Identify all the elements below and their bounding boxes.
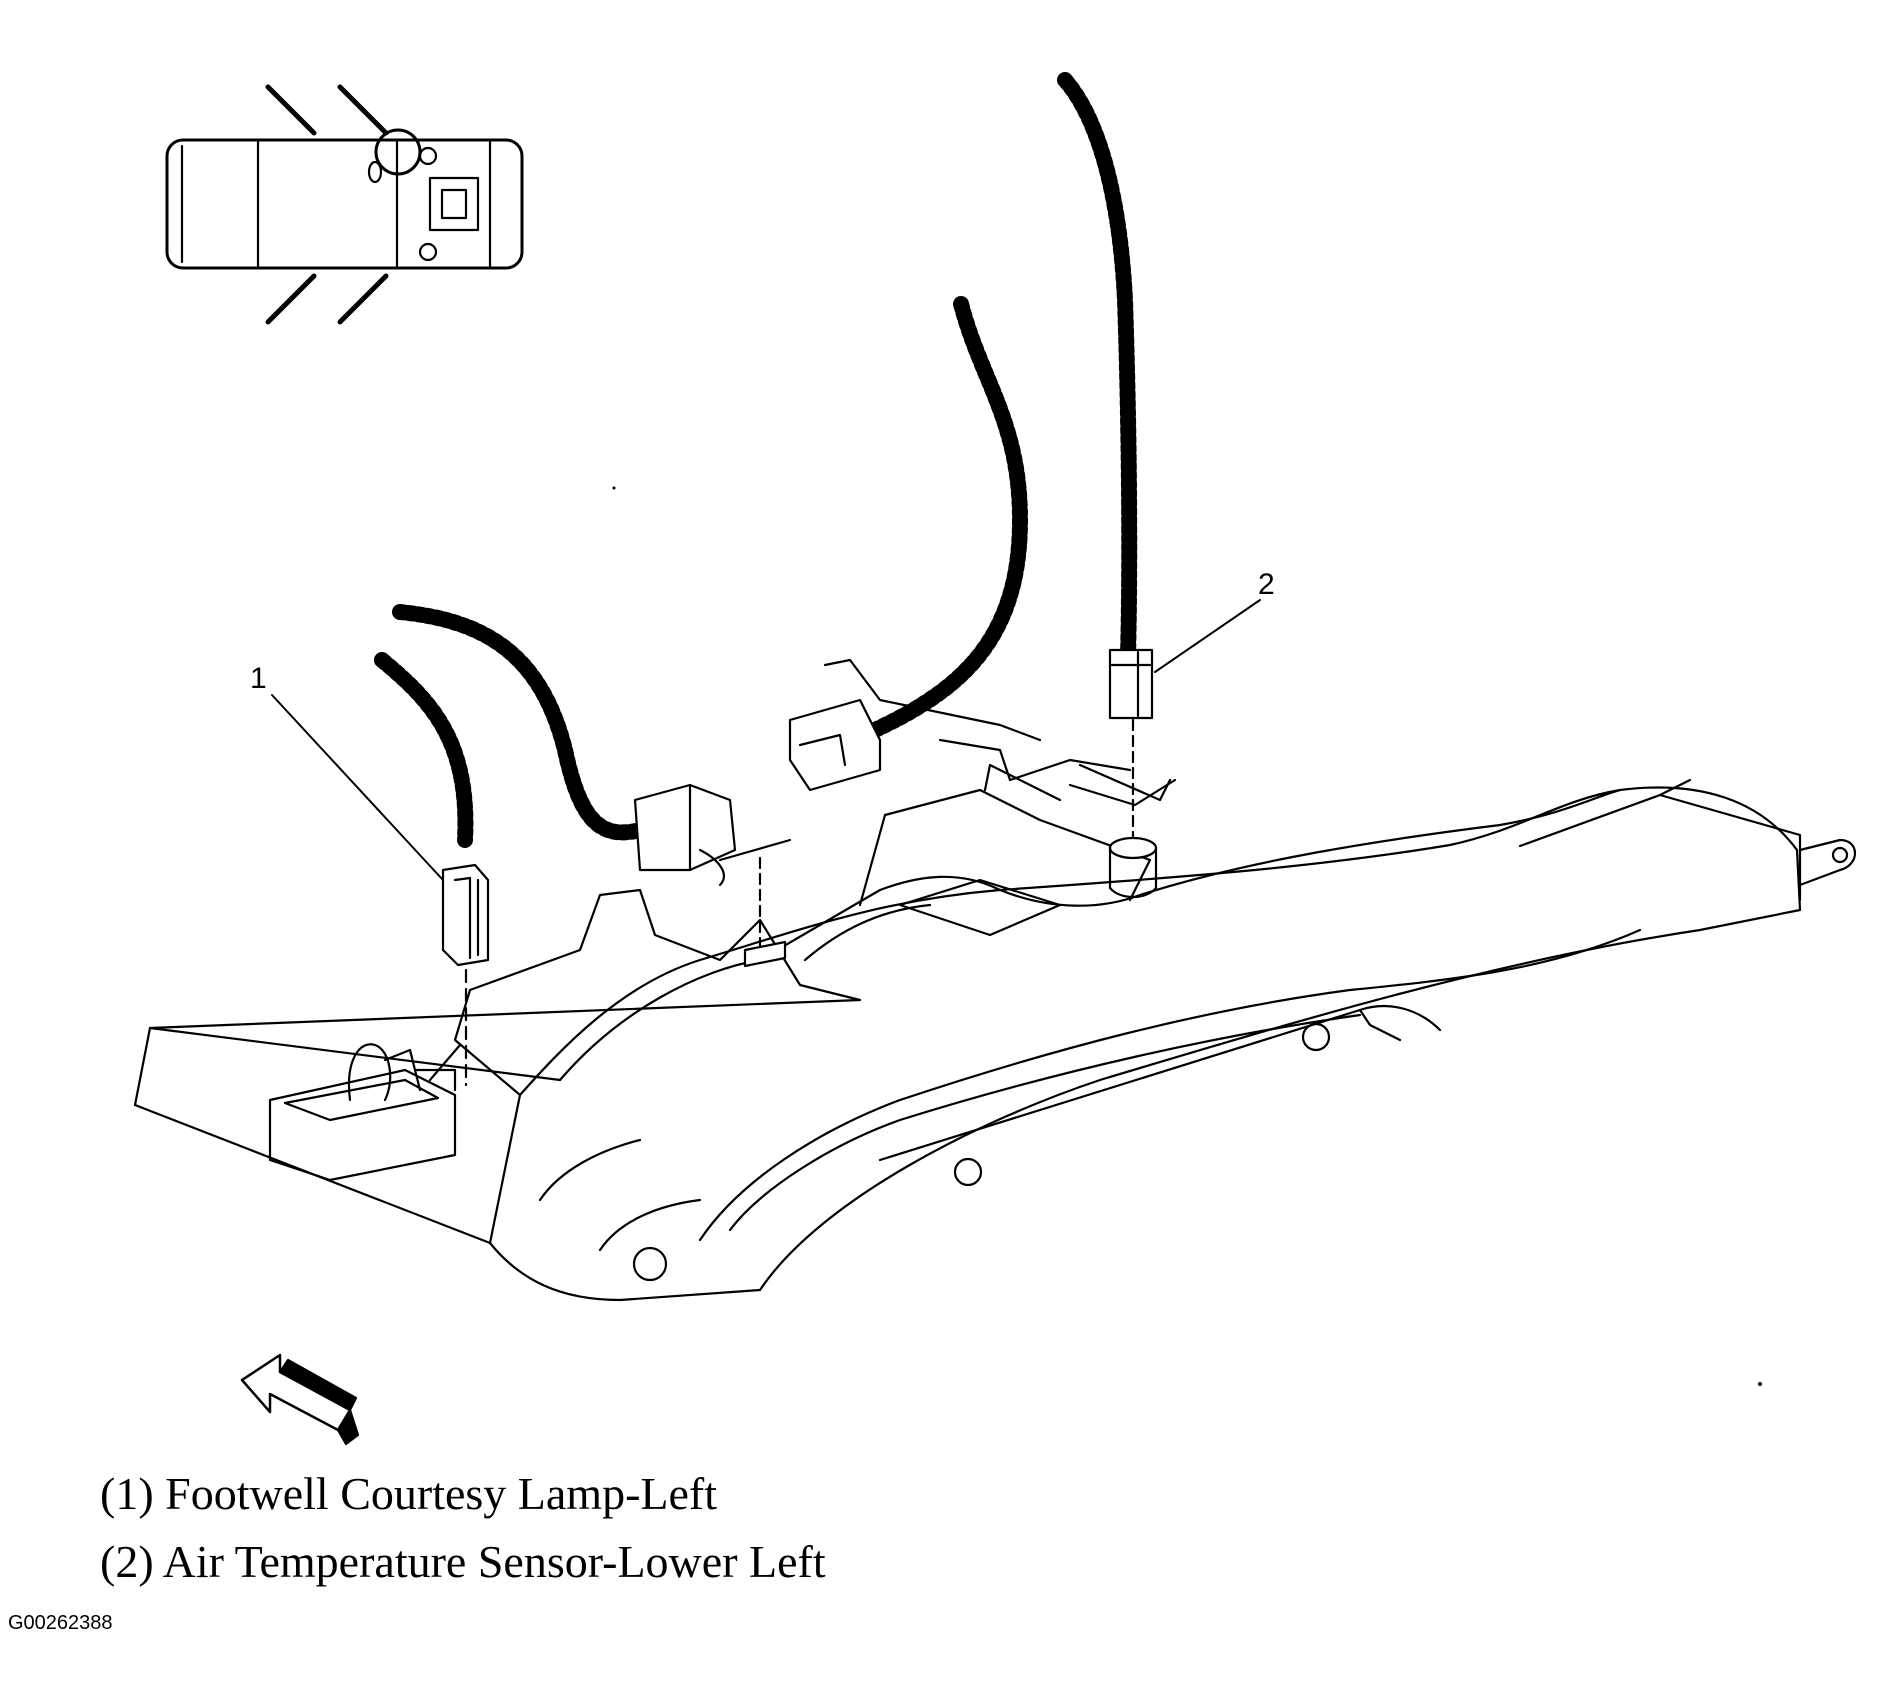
sensor-connector — [1108, 648, 1158, 899]
floor-duct-assembly — [133, 658, 1856, 1302]
legend-item-footwell-lamp: (1) Footwell Courtesy Lamp-Left — [100, 1468, 718, 1519]
vehicle-top-view-locator-icon — [165, 84, 524, 325]
callout-number-1: 1 — [250, 662, 267, 695]
legend-item-air-temp-sensor: (2) Air Temperature Sensor-Lower Left — [100, 1536, 826, 1587]
component-legend: (1) Footwell Courtesy Lamp-Left (2) Air … — [100, 1460, 826, 1596]
figure-id: G00262388 — [8, 1612, 113, 1634]
front-direction-arrow-icon — [240, 1353, 360, 1446]
wiring-harness — [374, 72, 1138, 848]
lamp-connector — [441, 863, 490, 1087]
callout-number-2: 2 — [1258, 568, 1275, 601]
center-connector — [633, 698, 882, 968]
callout-leaders — [271, 599, 1261, 881]
